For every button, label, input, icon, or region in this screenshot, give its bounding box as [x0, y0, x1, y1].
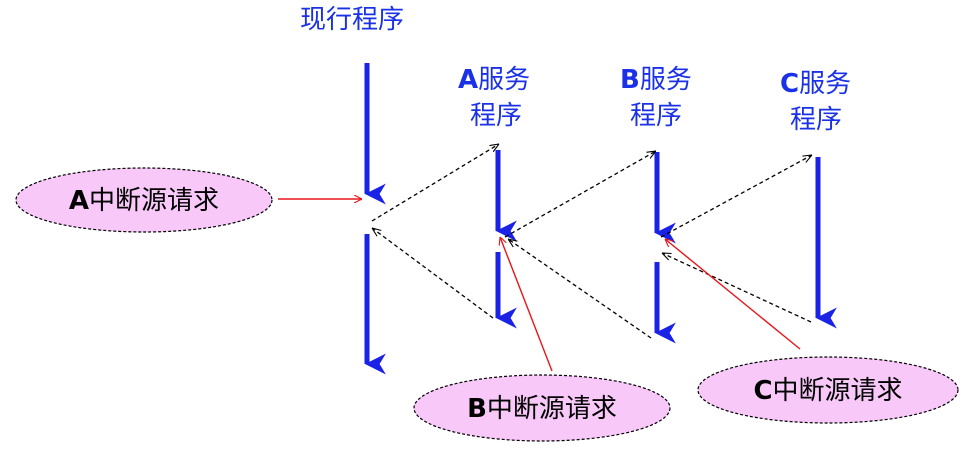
service-a-prefix: A — [458, 65, 478, 95]
return-from-service-b-arrow — [508, 239, 652, 339]
service-a-label-line2: 程序 — [470, 101, 522, 131]
interrupt-b-request-ellipse — [413, 374, 671, 442]
interrupt-a-text: 中断源请求 — [89, 186, 219, 216]
service-a-label-line1: A服务 — [458, 65, 530, 95]
service-c-label-line2: 程序 — [790, 105, 842, 135]
interrupt-b-request-label: B中断源请求 — [467, 394, 617, 424]
service-b-label-line2: 程序 — [630, 101, 682, 131]
main-program-label: 现行程序 — [300, 5, 404, 35]
interrupt-c-request-label: C中断源请求 — [753, 376, 902, 406]
interrupt-a-request-ellipse — [15, 167, 273, 233]
service-a-word: 服务 — [478, 65, 530, 95]
interrupt-b-prefix: B — [467, 394, 487, 424]
interrupt-c-arrow — [665, 239, 801, 350]
jump-to-service-b-arrow — [504, 151, 656, 238]
return-from-service-a-arrow — [372, 228, 494, 319]
interrupt-c-request-ellipse — [697, 356, 959, 424]
interrupt-c-prefix: C — [753, 376, 772, 406]
jump-to-service-c-arrow — [660, 155, 812, 238]
interrupt-c-text: 中断源请求 — [773, 376, 903, 406]
service-c-prefix: C — [780, 69, 799, 99]
interrupt-a-prefix: A — [69, 186, 89, 216]
interrupt-b-arrow — [500, 237, 553, 372]
service-b-word: 服务 — [640, 65, 692, 95]
service-c-word: 服务 — [799, 69, 851, 99]
interrupt-a-request-label: A中断源请求 — [69, 186, 219, 216]
service-c-label-line1: C服务 — [780, 69, 851, 99]
service-b-prefix: B — [620, 65, 640, 95]
return-from-service-c-arrow — [662, 253, 812, 323]
jump-to-service-a-arrow — [371, 144, 499, 222]
service-b-label-line1: B服务 — [620, 65, 692, 95]
interrupt-b-text: 中断源请求 — [487, 394, 617, 424]
